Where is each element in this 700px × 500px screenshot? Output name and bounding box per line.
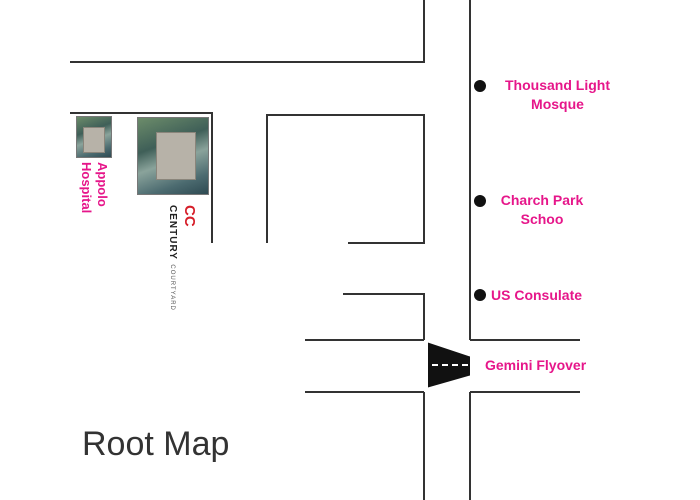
hospital-label: Appolo Hospital <box>79 162 110 214</box>
project-logo: CC <box>181 205 198 227</box>
landmark-label-us-consulate: US Consulate <box>491 287 583 303</box>
hospital-photo <box>76 116 112 158</box>
landmark-marker-us-consulate <box>474 289 486 301</box>
project-brand: CC CENTURY COURTYARD <box>163 205 198 311</box>
road-top-left-block <box>70 0 425 63</box>
page-title: Root Map <box>82 425 230 463</box>
project-photo <box>137 117 209 195</box>
landmark-label-mosque: Thousand Light Mosque <box>505 77 610 112</box>
landmark-marker-church-park <box>474 195 486 207</box>
roads <box>70 0 580 500</box>
road-small-street <box>343 293 425 340</box>
landmark-label-church-park: Charch Park Schoo <box>500 192 584 227</box>
flyover-icon <box>427 341 471 389</box>
road-hospital-block <box>70 112 213 243</box>
road-middle-block <box>266 114 425 244</box>
landmark-marker-mosque <box>474 80 486 92</box>
project-subtitle: COURTYARD <box>169 264 175 311</box>
landmark-label-gemini-flyover: Gemini Flyover <box>485 357 587 373</box>
project-name: CENTURY <box>167 205 178 260</box>
